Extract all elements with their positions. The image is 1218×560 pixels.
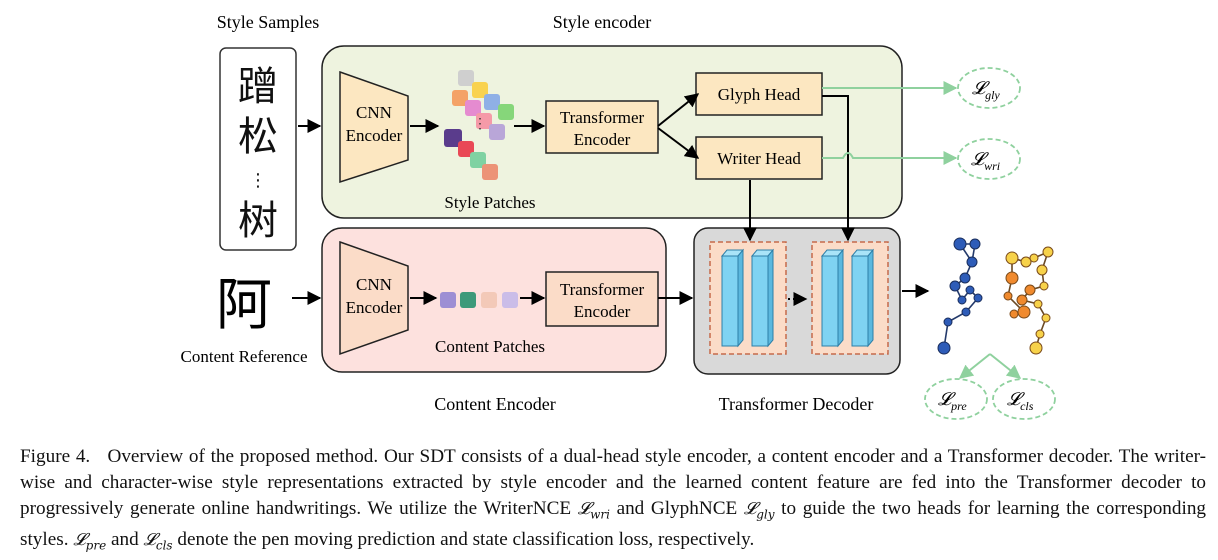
style-char-1: 蹭	[238, 64, 278, 110]
caption-part1: Overview of the proposed method. Our SDT…	[20, 446, 1206, 519]
style-char-2: 松	[238, 114, 278, 160]
transformer-decoder-title: Transformer Decoder	[719, 394, 874, 414]
flow-arrows	[292, 93, 930, 305]
style-char-4: 树	[238, 198, 278, 244]
svg-text:𝓛cls: 𝓛cls	[1007, 389, 1034, 413]
style-transformer-label-2: Encoder	[574, 130, 631, 149]
content-patches	[440, 292, 518, 308]
content-cnn-label-1: CNN	[356, 275, 392, 294]
style-cnn-label-2: Encoder	[346, 126, 403, 145]
style-cnn-encoder	[339, 70, 409, 184]
caption-part2: and GlyphNCE	[616, 498, 738, 519]
caption-loss-wri: 𝓛wri	[577, 499, 610, 522]
writer-head	[695, 136, 823, 180]
loss-gly: 𝓛gly	[957, 67, 1021, 109]
content-transformer-label-2: Encoder	[574, 302, 631, 321]
caption-loss-cls: 𝓛cls	[143, 530, 173, 553]
content-cnn-encoder	[339, 240, 409, 356]
writer-head-label: Writer Head	[717, 149, 801, 168]
loss-arrows	[822, 81, 1022, 379]
generated-points-orange	[1003, 246, 1054, 355]
content-reference-label: Content Reference	[181, 347, 308, 366]
caption-loss-gly: 𝓛gly	[743, 499, 775, 522]
loss-pre: 𝓛pre	[924, 378, 988, 420]
figure-caption: Figure 4. Overview of the proposed metho…	[20, 444, 1206, 559]
content-transformer-encoder	[545, 271, 659, 327]
decoder-block-1	[709, 241, 787, 355]
content-cnn-label-2: Encoder	[346, 298, 403, 317]
caption-part3: to guide the two heads for learning the …	[20, 498, 1207, 551]
content-patches-label: Content Patches	[435, 337, 545, 356]
caption-loss-pre: 𝓛pre	[73, 530, 107, 553]
content-encoder-title: Content Encoder	[434, 394, 555, 414]
decoder-cuboids	[720, 248, 875, 348]
caption-part5: denote the pen moving prediction and sta…	[177, 529, 755, 551]
svg-text:⋮: ⋮	[473, 117, 487, 132]
style-transformer-encoder	[545, 100, 659, 154]
caption-prefix: Figure 4.	[20, 446, 91, 467]
generated-points-blue	[937, 237, 983, 355]
style-patches-label: Style Patches	[444, 193, 535, 212]
caption-part4: and	[111, 529, 139, 551]
content-transformer-label-1: Transformer	[560, 280, 645, 299]
style-transformer-label-1: Transformer	[560, 108, 645, 127]
style-samples-box	[219, 47, 297, 251]
style-char-3: ⋮	[249, 170, 267, 191]
style-cnn-label-1: CNN	[356, 103, 392, 122]
method-diagram: Style Samples Style encoder 蹭 松 ⋮ 树 CNN …	[181, 12, 1056, 420]
content-char: 阿	[216, 273, 272, 338]
loss-cls: 𝓛cls	[992, 378, 1056, 420]
style-encoder-title: Style encoder	[553, 12, 651, 32]
style-samples-chars: 蹭 松 ⋮ 树	[238, 64, 278, 244]
glyph-head-label: Glyph Head	[718, 85, 801, 104]
style-patches: ⋮	[444, 70, 514, 180]
loss-wri: 𝓛wri	[957, 138, 1021, 180]
style-samples-title: Style Samples	[217, 12, 320, 32]
